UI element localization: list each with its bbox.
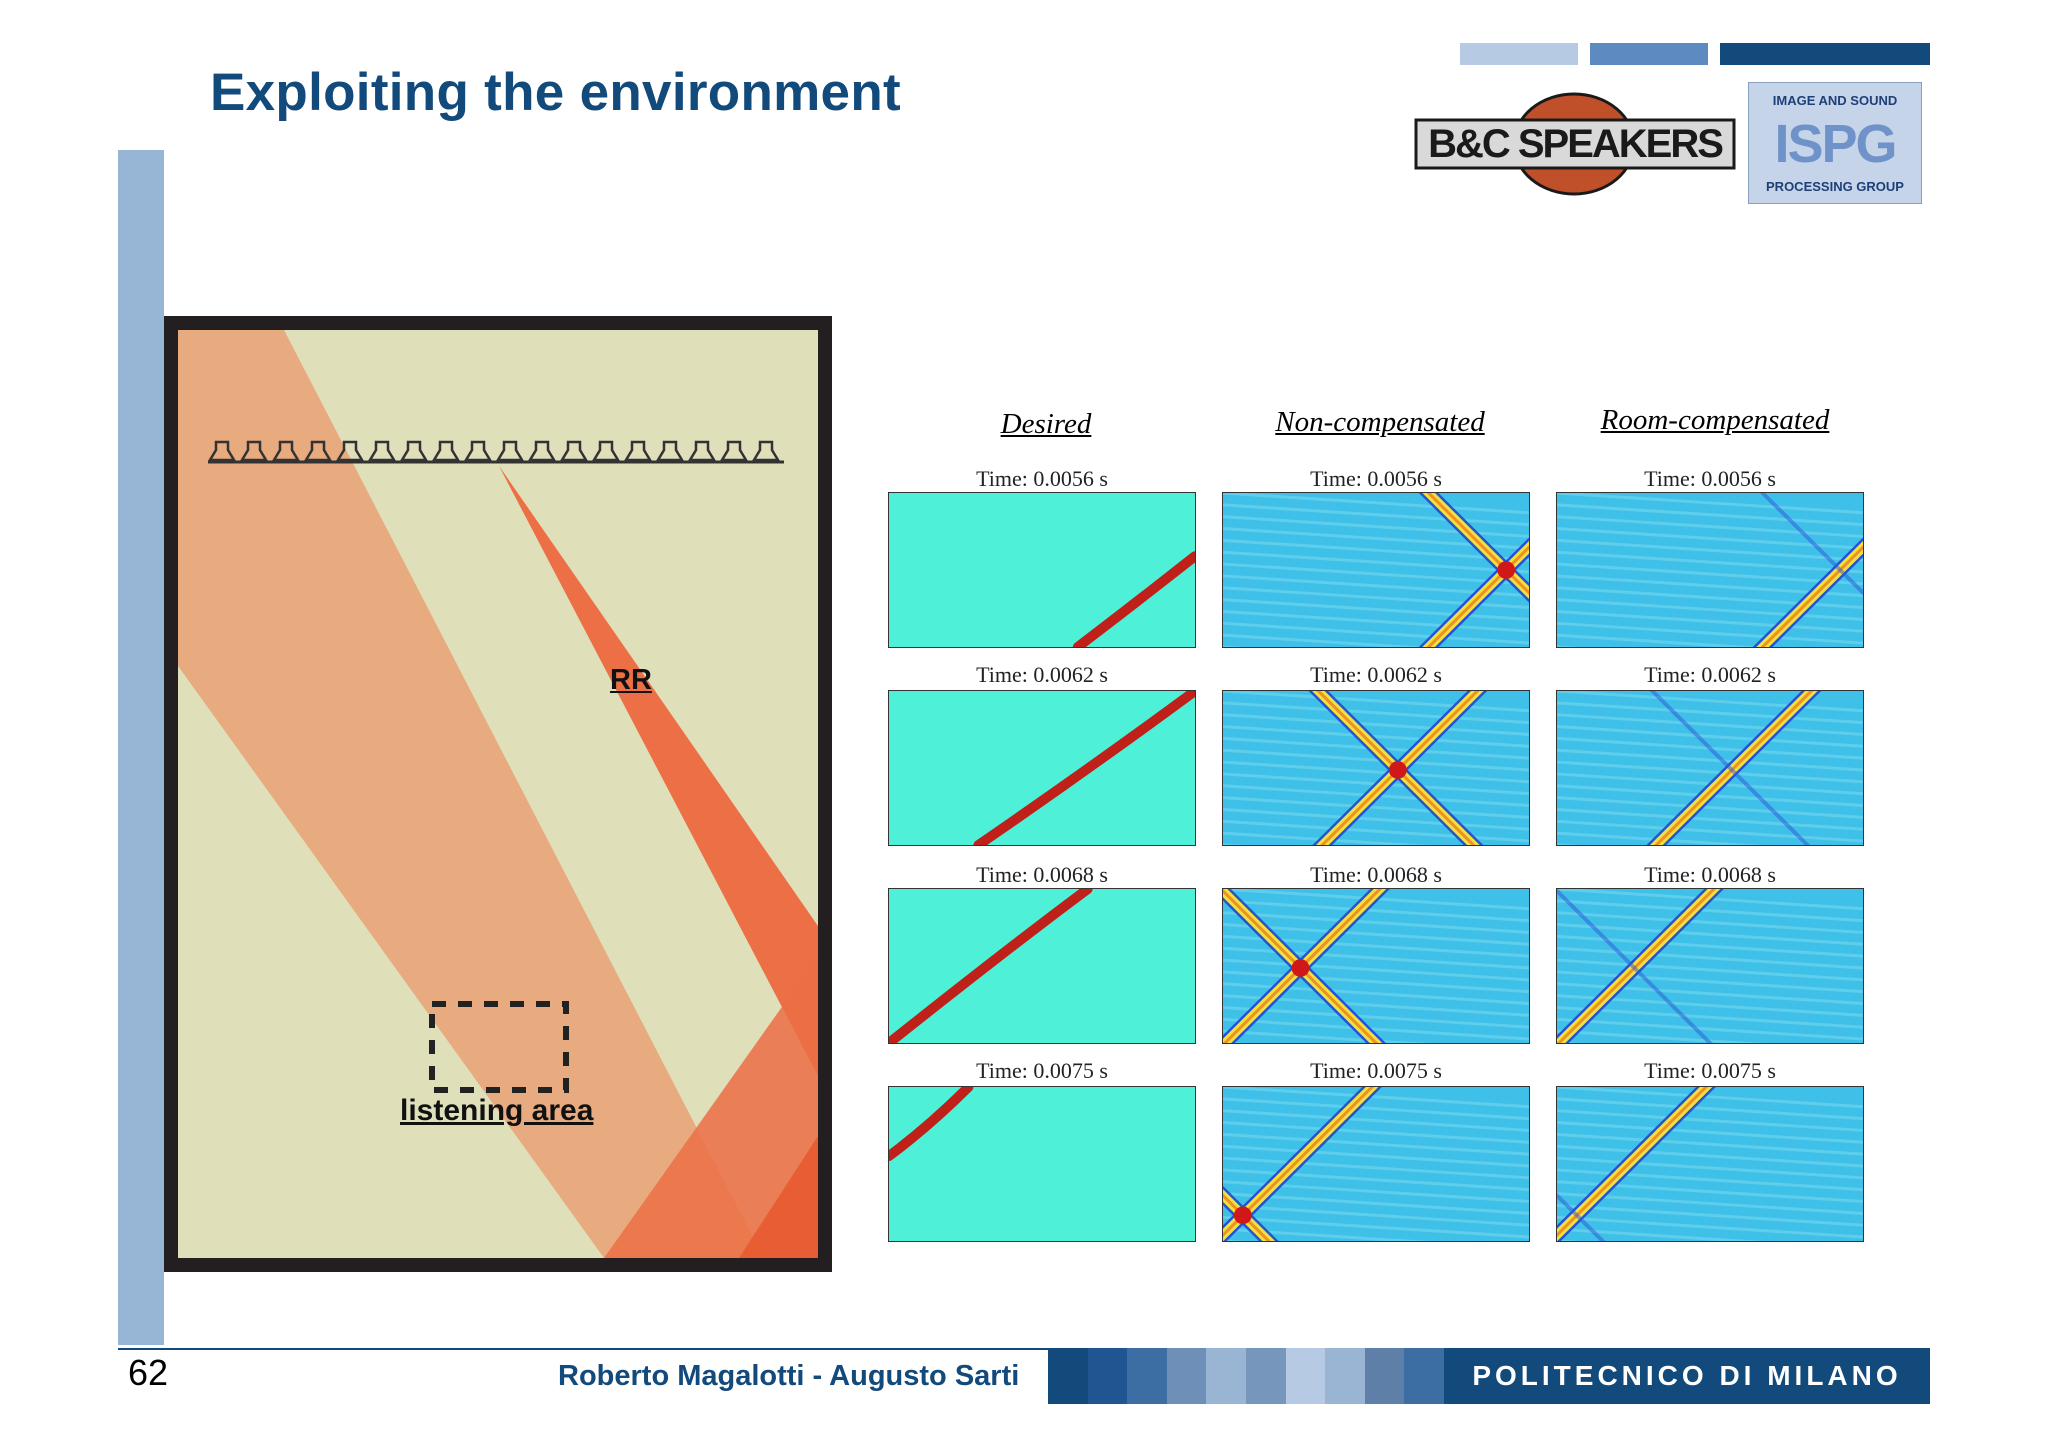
speaker-icon xyxy=(367,440,397,462)
listening-area-box xyxy=(429,1001,569,1093)
wavefield-panel-non-compensated-3 xyxy=(1222,888,1530,1044)
time-label-desired-2: Time: 0.0062 s xyxy=(976,662,1108,687)
speaker-icon xyxy=(527,440,557,462)
rr-label: RR xyxy=(610,664,652,696)
col-header-non-compensated: Non-compensated xyxy=(1275,406,1485,438)
wavefield-panel-non-compensated-1 xyxy=(1222,492,1530,648)
speaker-icon xyxy=(271,440,301,462)
wavefield-panel-room-compensated-4 xyxy=(1556,1086,1864,1242)
footer-gradient-bar xyxy=(1048,1348,1444,1404)
ispg-logo: IMAGE AND SOUND ISPG PROCESSING GROUP xyxy=(1748,82,1922,204)
header-bar-dark xyxy=(1720,43,1930,65)
time-label-desired-4: Time: 0.0075 s xyxy=(976,1058,1108,1083)
speaker-icon xyxy=(207,440,237,462)
speaker-icon xyxy=(431,440,461,462)
time-label-desired-1: Time: 0.0056 s xyxy=(976,466,1108,491)
page-number: 62 xyxy=(128,1352,169,1393)
speaker-icon xyxy=(559,440,589,462)
time-label-non-compensated-2: Time: 0.0062 s xyxy=(1310,662,1442,687)
main-beam xyxy=(178,330,764,1258)
time-label-room-compensated-2: Time: 0.0062 s xyxy=(1644,662,1776,687)
speaker-icon xyxy=(687,440,717,462)
header-bar-mid xyxy=(1590,43,1708,65)
reflected-beam-lower xyxy=(604,956,818,1258)
reflected-beam-overlap xyxy=(739,1136,818,1258)
politecnico-logo: POLITECNICO DI MILANO xyxy=(1444,1348,1930,1404)
left-accent-bar xyxy=(118,150,164,1345)
time-label-room-compensated-3: Time: 0.0068 s xyxy=(1644,862,1776,887)
slide-title: Exploiting the environment xyxy=(210,63,901,122)
speaker-icon xyxy=(303,440,333,462)
col-header-room-compensated: Room-compensated xyxy=(1600,404,1830,436)
wavefield-panel-desired-4 xyxy=(888,1086,1196,1242)
time-label-non-compensated-3: Time: 0.0068 s xyxy=(1310,862,1442,887)
wavefield-panel-desired-2 xyxy=(888,690,1196,846)
room-diagram xyxy=(164,316,832,1272)
listening-area-label: listening area xyxy=(400,1094,594,1127)
ispg-bottom-text: PROCESSING GROUP xyxy=(1766,179,1904,194)
speaker-array xyxy=(207,440,781,462)
time-label-room-compensated-4: Time: 0.0075 s xyxy=(1644,1058,1776,1083)
ispg-main-text: ISPG xyxy=(1774,114,1897,174)
header-bar-light xyxy=(1460,43,1578,65)
wavefield-panel-non-compensated-4 xyxy=(1222,1086,1530,1242)
col-header-desired: Desired xyxy=(1000,408,1092,440)
footer-line xyxy=(118,1348,1930,1350)
speaker-icon xyxy=(463,440,493,462)
bc-speakers-logo: B&C SPEAKERS xyxy=(1414,92,1736,196)
wavefield-panel-room-compensated-1 xyxy=(1556,492,1864,648)
room-diagram-svg xyxy=(164,316,832,1272)
time-label-non-compensated-4: Time: 0.0075 s xyxy=(1310,1058,1442,1083)
ispg-top-text: IMAGE AND SOUND xyxy=(1772,93,1898,108)
speaker-icon xyxy=(751,440,781,462)
speaker-icon xyxy=(719,440,749,462)
speaker-icon xyxy=(655,440,685,462)
wavefield-panel-room-compensated-3 xyxy=(1556,888,1864,1044)
speaker-icon xyxy=(591,440,621,462)
time-label-non-compensated-1: Time: 0.0056 s xyxy=(1310,466,1442,491)
reflection-beam xyxy=(499,466,818,1076)
authors: Roberto Magalotti - Augusto Sarti xyxy=(558,1360,1020,1392)
wavefield-panel-non-compensated-2 xyxy=(1222,690,1530,846)
time-label-room-compensated-1: Time: 0.0056 s xyxy=(1644,466,1776,491)
speaker-icon xyxy=(399,440,429,462)
speaker-icon xyxy=(335,440,365,462)
time-label-desired-3: Time: 0.0068 s xyxy=(976,862,1108,887)
speaker-icon xyxy=(495,440,525,462)
wavefield-panel-room-compensated-2 xyxy=(1556,690,1864,846)
speaker-icon xyxy=(623,440,653,462)
wavefield-panel-desired-3 xyxy=(888,888,1196,1044)
bc-logo-text: B&C SPEAKERS xyxy=(1428,122,1724,166)
wavefield-panel-desired-1 xyxy=(888,492,1196,648)
speaker-icon xyxy=(239,440,269,462)
